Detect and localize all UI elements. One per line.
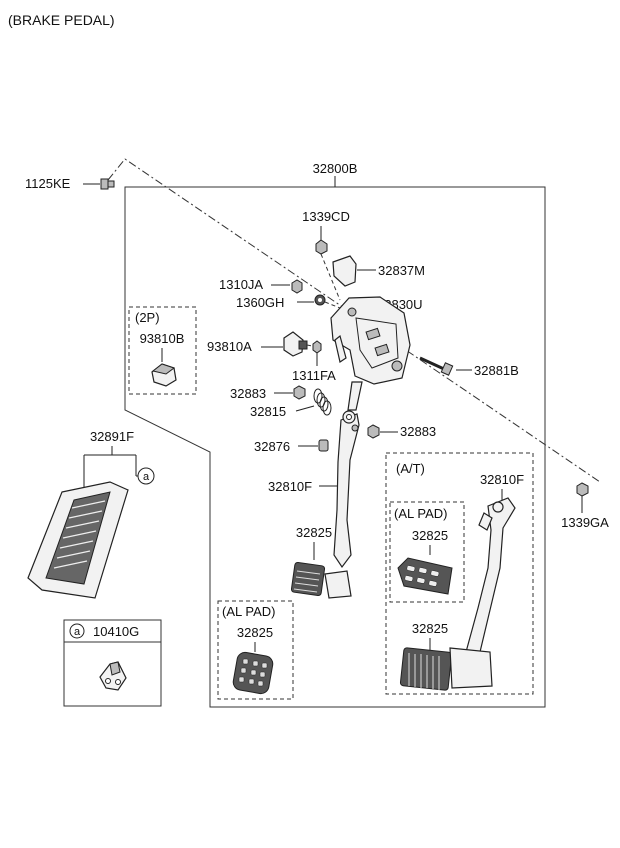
box-al-pad-at-label: (AL PAD) (394, 506, 447, 521)
pedal-pad-32825-main (290, 561, 352, 599)
box-2p-label: (2P) (135, 310, 160, 325)
label-32810F-at: 32810F (480, 472, 524, 487)
ref-a-symbol: a (74, 626, 81, 638)
label-93810A: 93810A (207, 339, 252, 354)
bushing-32876 (318, 439, 329, 452)
box-al-pad-label: (AL PAD) (222, 604, 275, 619)
label-32883-left: 32883 (230, 386, 266, 401)
bolt-1125KE (100, 178, 115, 190)
box-al-pad (217, 600, 294, 700)
mat-ref-circle (137, 467, 155, 485)
label-1311FA: 1311FA (292, 368, 336, 383)
nut-1310JA (291, 279, 303, 294)
label-32825-at: 32825 (412, 621, 448, 636)
assembly-frame (124, 186, 546, 708)
label-32881B: 32881B (474, 363, 519, 378)
mat-ref-symbol: a (143, 471, 150, 483)
box-at (385, 452, 534, 695)
switch-93810B (151, 363, 177, 387)
label-32815: 32815 (250, 404, 286, 419)
pedal-arm-32810F-at (465, 497, 516, 661)
label-32876: 32876 (254, 439, 290, 454)
pedal-bracket-32830U (330, 296, 411, 385)
label-32825-alpad-at: 32825 (412, 528, 448, 543)
spring-32815 (313, 388, 332, 416)
pedal-pad-at (399, 647, 493, 691)
diagram-title: (BRAKE PEDAL) (8, 12, 115, 28)
label-32825-alpad: 32825 (237, 625, 273, 640)
floor-mat-32891F (27, 481, 129, 599)
label-1310JA: 1310JA (219, 277, 263, 292)
ref-a-box (63, 619, 162, 707)
ref-a-circle (69, 623, 85, 639)
clip-10410G (99, 661, 127, 691)
switch-93810A (283, 331, 308, 357)
stopper-32883-right (367, 424, 380, 439)
label-1360GH: 1360GH (236, 295, 284, 310)
label-32825-main: 32825 (296, 525, 332, 540)
pedal-arm-32810F (333, 381, 363, 569)
label-32891F: 32891F (90, 429, 134, 444)
box-al-pad-at (389, 501, 465, 603)
label-1339GA: 1339GA (561, 515, 609, 530)
nut-1311FA (312, 340, 322, 354)
label-1339CD: 1339CD (302, 209, 350, 224)
stopper-32883-left (293, 385, 306, 400)
nut-1339GA (576, 482, 589, 497)
label-10410G: 10410G (93, 624, 139, 639)
bracket-32837M (332, 255, 357, 287)
label-32800B: 32800B (313, 161, 358, 176)
pedal-pad-32825-alpad (232, 651, 274, 695)
label-93810B: 93810B (140, 331, 185, 346)
label-32883-right: 32883 (400, 424, 436, 439)
label-32837M: 32837M (378, 263, 425, 278)
pedal-pad-32825-alpad-at (397, 557, 453, 595)
label-1125KE: 1125KE (25, 176, 71, 191)
label-32810F-left: 32810F (268, 479, 312, 494)
box-at-label: (A/T) (396, 461, 425, 476)
nut-1339CD (315, 239, 328, 255)
mounting-centerline (107, 158, 601, 483)
bolt-32881B (419, 356, 454, 376)
